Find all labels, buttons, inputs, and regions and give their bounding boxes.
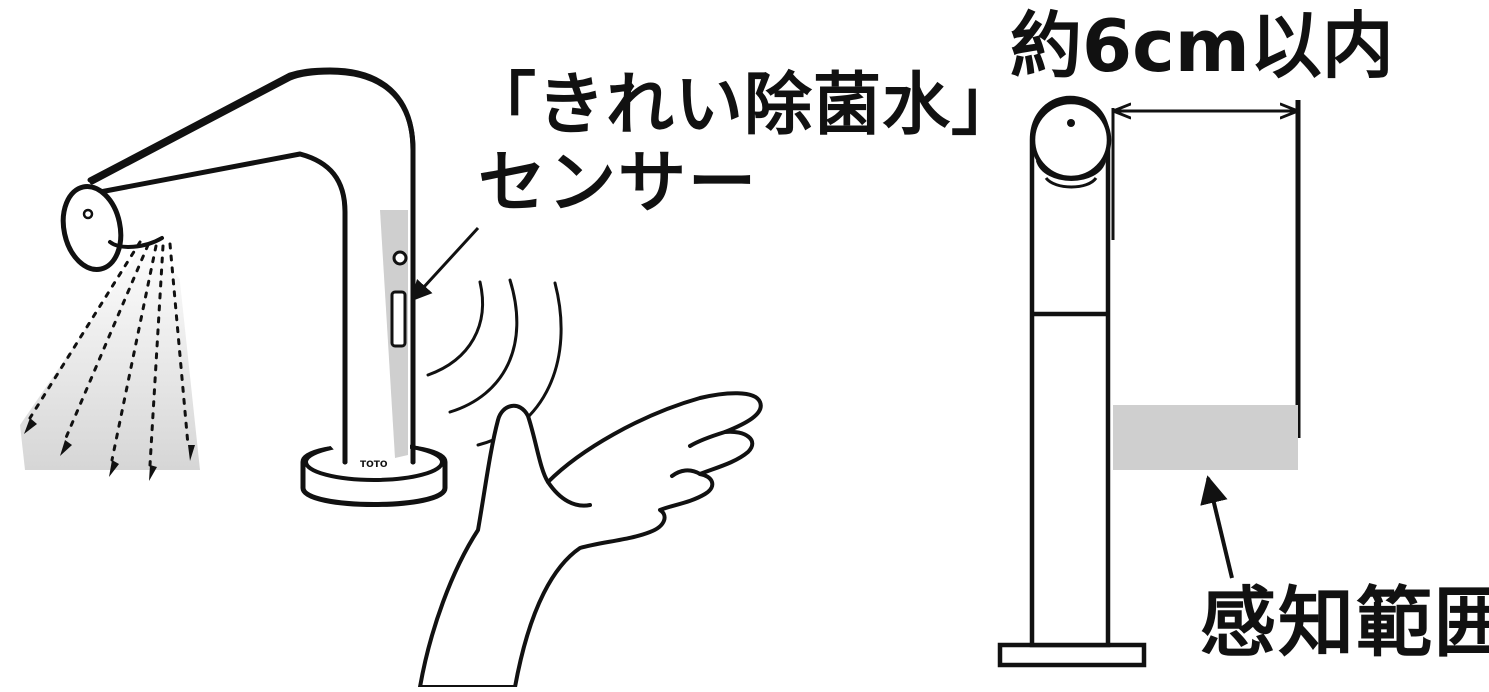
- water-spray-icon: [28, 240, 190, 467]
- faucet-side-view: [997, 95, 1147, 668]
- distance-label: 約6cm以内: [1010, 4, 1394, 88]
- svg-text:TOTO: TOTO: [360, 460, 388, 470]
- sensor-wave-icon: [426, 278, 563, 447]
- faucet-illustration: TOTO: [20, 67, 448, 507]
- sensor-label-line1: 「きれい除菌水」: [468, 66, 1021, 145]
- detection-pointer-arrow: [1200, 475, 1234, 579]
- water-spray-shade: [20, 235, 200, 470]
- hand-illustration: [418, 391, 763, 689]
- sensor-pointer-arrow: [410, 226, 480, 302]
- detection-range-label: 感知範囲: [1200, 578, 1489, 667]
- distance-dimension: [1111, 100, 1301, 438]
- sensor-label-line2: センサー: [478, 144, 759, 223]
- detection-zone: [1113, 405, 1298, 470]
